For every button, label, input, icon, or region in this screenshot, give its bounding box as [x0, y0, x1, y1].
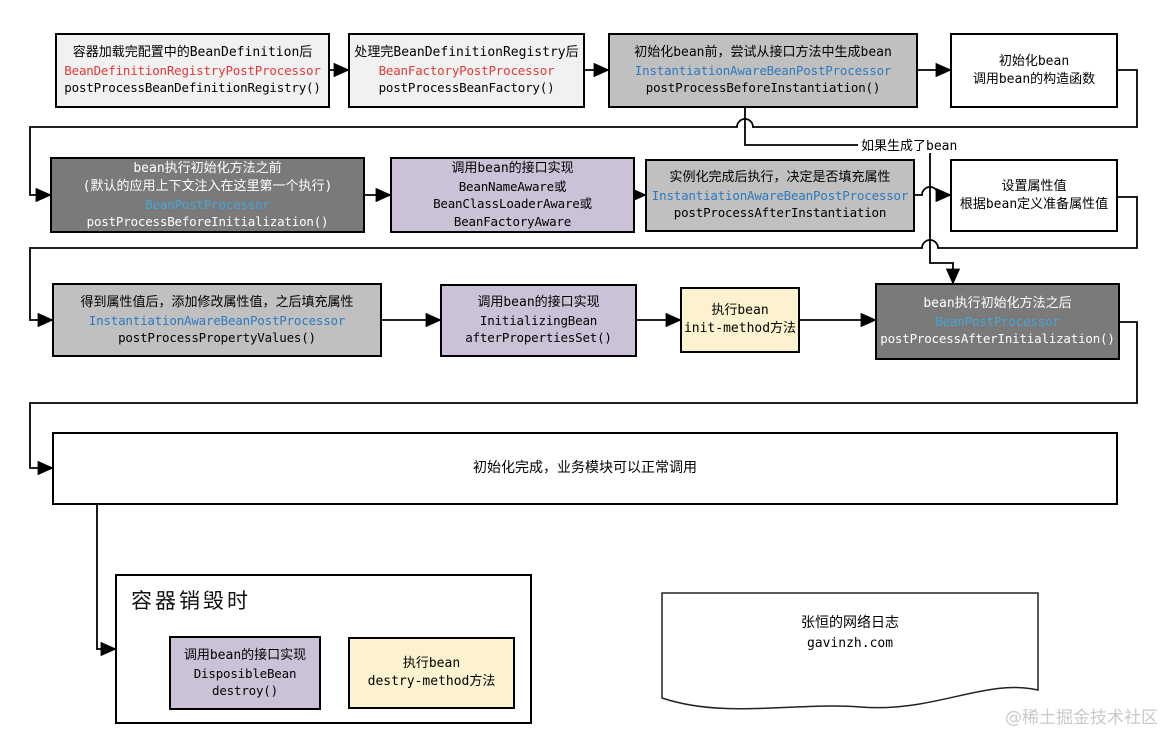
box-post-process-property-values: 得到属性值后，添加修改属性值，之后填充属性 InstantiationAware… [52, 283, 382, 357]
box-line: 初始化bean前，尝试从接口方法中生成bean [634, 45, 892, 61]
box-after-initialization: bean执行初始化方法之后 BeanPostProcessor postProc… [875, 283, 1120, 360]
document-shape [661, 592, 1039, 710]
box-line-classname: InstantiationAwareBeanPostProcessor [634, 63, 892, 79]
branch-condition-label: 如果生成了bean [861, 139, 958, 154]
blog-card: 张恒的网络日志 gavinzh.com [662, 612, 1038, 655]
blog-url: gavinzh.com [806, 636, 894, 652]
box-line: (默认的应用上下文注入在这里第一个执行) [82, 178, 333, 194]
box-initializing-bean: 调用bean的接口实现 InitializingBean afterProper… [440, 284, 637, 357]
blog-title: 张恒的网络日志 [801, 615, 899, 631]
box-line: 根据bean定义准备属性值 [959, 196, 1109, 212]
box-line: 调用bean的接口实现 [183, 647, 307, 663]
destroy-frame-title: 容器销毁时 [131, 589, 251, 613]
box-line-method: postProcessAfterInstantiation [673, 205, 887, 221]
box-line-classname: BeanPostProcessor [935, 314, 1060, 330]
box-line: init-method方法 [683, 321, 797, 336]
box-line-method: postProcessPropertyValues() [118, 329, 316, 345]
box-destroy-method: 执行bean destry-method方法 [348, 637, 515, 709]
box-line: 得到属性值后，添加修改属性值，之后填充属性 [80, 294, 354, 310]
box-line: 初始化bean [998, 53, 1070, 69]
box-line-classname: BeanDefinitionRegistryPostProcessor [64, 63, 321, 79]
box-line: 处理完BeanDefinitionRegistry后 [354, 45, 579, 61]
box-line-method: postProcessBeforeInitialization() [86, 213, 329, 229]
box-line-method: postProcessBeforeInstantiation() [645, 80, 881, 96]
box-aware-interfaces: 调用bean的接口实现 BeanNameAware或 BeanClassLoad… [390, 157, 635, 233]
box-line-method: postProcessBeanFactory() [378, 80, 555, 96]
box-line-classname: DisposibleBean [193, 665, 297, 681]
box-registry-post-processor: 容器加载完配置中的BeanDefinition后 BeanDefinitionR… [55, 33, 330, 108]
box-line: destry-method方法 [367, 674, 496, 689]
watermark: @稀土掘金技术社区 [1005, 708, 1158, 728]
box-line: 设置属性值 [1001, 178, 1067, 194]
box-line: 调用bean的接口实现 [451, 161, 574, 177]
box-line: BeanFactoryAware [453, 213, 572, 229]
box-init-bean-constructor: 初始化bean 调用bean的构造函数 [950, 33, 1118, 108]
box-line-method: postProcessBeanDefinitionRegistry() [64, 80, 321, 96]
box-line: BeanClassLoaderAware或 [433, 196, 592, 212]
box-init-complete: 初始化完成，业务模块可以正常调用 [52, 432, 1118, 505]
box-line-classname: InstantiationAwareBeanPostProcessor [88, 312, 346, 328]
box-line-classname: BeanPostProcessor [145, 196, 270, 212]
box-after-instantiation: 实例化完成后执行，决定是否填充属性 InstantiationAwareBean… [645, 159, 915, 232]
box-factory-post-processor: 处理完BeanDefinitionRegistry后 BeanFactoryPo… [348, 33, 585, 108]
box-line-method: postProcessAfterInitialization() [880, 331, 1115, 347]
box-init-method: 执行bean init-method方法 [680, 287, 800, 353]
box-before-initialization: bean执行初始化方法之前 (默认的应用上下文注入在这里第一个执行) BeanP… [50, 157, 365, 233]
box-line-classname: InstantiationAwareBeanPostProcessor [651, 188, 909, 204]
box-line-method: destroy() [212, 682, 278, 698]
box-line: 实例化完成后执行，决定是否填充属性 [669, 170, 891, 186]
box-line: 调用bean的构造函数 [972, 71, 1096, 87]
box-line-method: afterPropertiesSet() [465, 330, 612, 346]
box-line: 执行bean [711, 303, 769, 319]
box-line: 容器加载完配置中的BeanDefinition后 [72, 45, 313, 61]
box-line: bean执行初始化方法之后 [923, 296, 1072, 312]
box-line-classname: InitializingBean [479, 313, 598, 329]
box-disposable-bean: 调用bean的接口实现 DisposibleBean destroy() [169, 636, 321, 710]
box-set-property-values: 设置属性值 根据bean定义准备属性值 [950, 159, 1118, 232]
box-line: bean执行初始化方法之前 [133, 160, 282, 176]
box-before-instantiation: 初始化bean前，尝试从接口方法中生成bean InstantiationAwa… [608, 33, 918, 108]
box-line: 初始化完成，业务模块可以正常调用 [473, 459, 697, 476]
box-line: 执行bean [402, 656, 461, 672]
box-line: 调用bean的接口实现 [477, 295, 600, 311]
box-line: BeanNameAware或 [458, 179, 567, 195]
box-line-classname: BeanFactoryPostProcessor [378, 63, 555, 79]
